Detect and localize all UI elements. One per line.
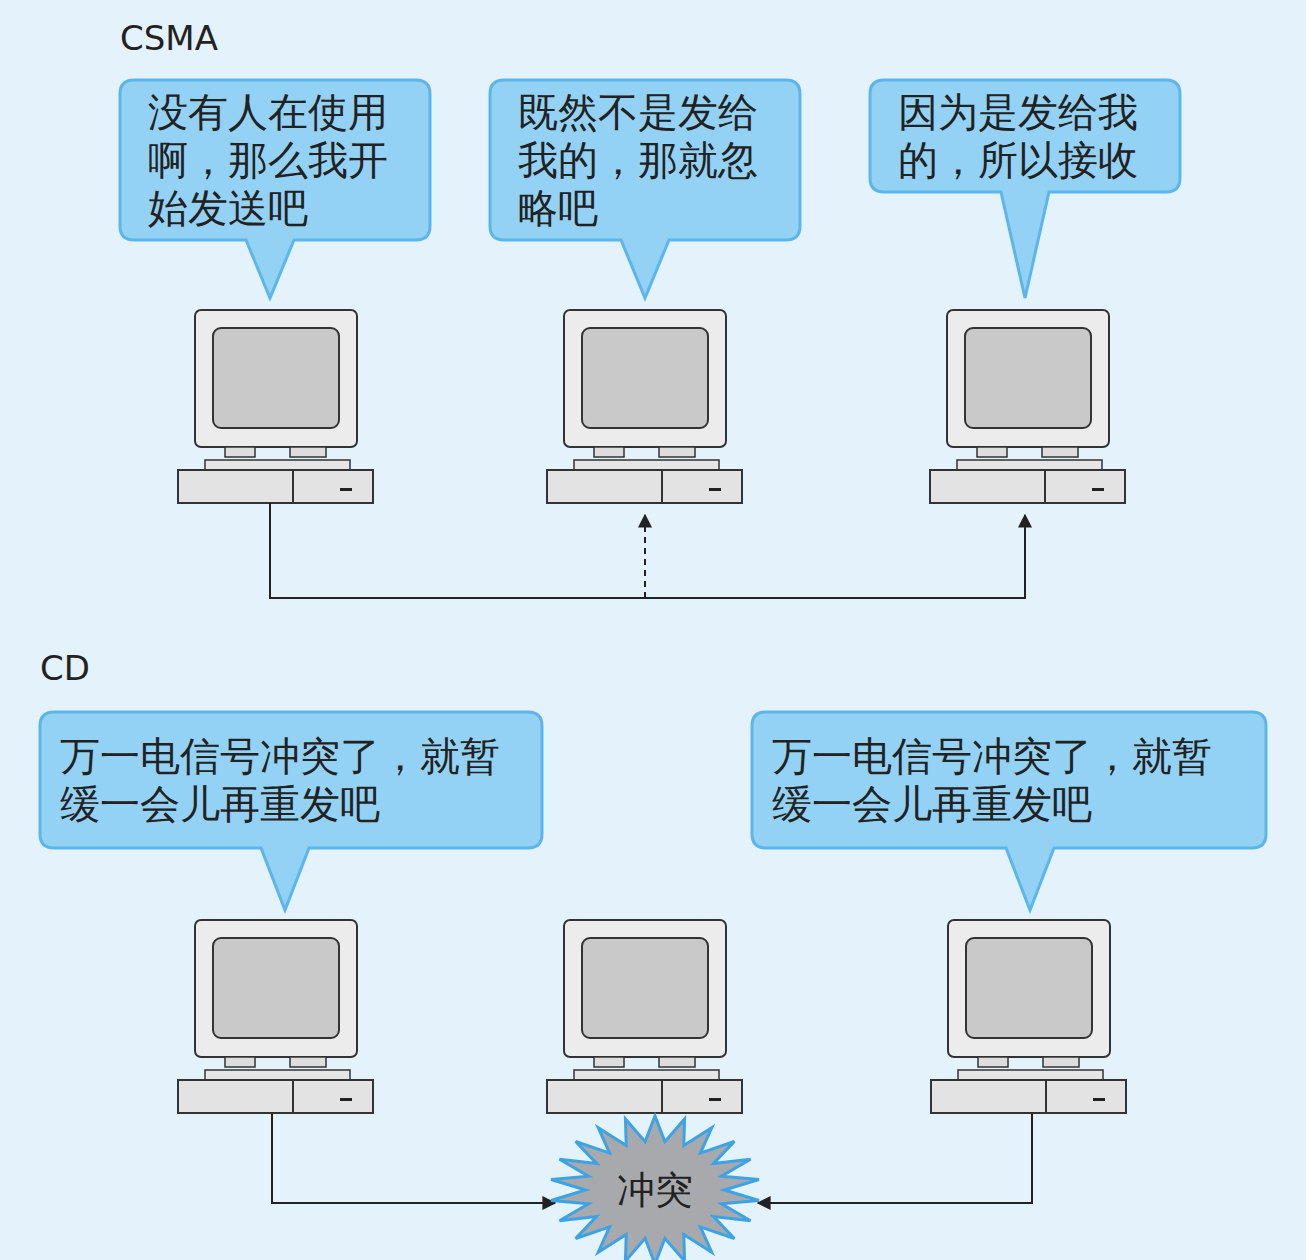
bubble-shape bbox=[490, 80, 800, 298]
cable bbox=[270, 503, 1025, 598]
bubble-text: 万一电信号冲突了，就暂缓一会儿再重发吧 bbox=[60, 732, 522, 828]
bubble-shape bbox=[752, 712, 1266, 910]
computer bbox=[931, 920, 1126, 1113]
speech-bubble: 没有人在使用啊，那么我开始发送吧 bbox=[120, 80, 430, 240]
cable bbox=[758, 1113, 1032, 1203]
computer bbox=[547, 310, 742, 503]
computer bbox=[178, 920, 373, 1113]
speech-bubble: 因为是发给我的，所以接收 bbox=[870, 80, 1180, 192]
computer bbox=[547, 920, 742, 1113]
bubble-outline bbox=[752, 712, 1266, 848]
bubble-shape bbox=[870, 80, 1180, 298]
speech-bubble: 既然不是发给我的，那就忽略吧 bbox=[490, 80, 800, 240]
bubble-text: 既然不是发给我的，那就忽略吧 bbox=[518, 88, 772, 232]
computer bbox=[930, 310, 1125, 503]
bubble-text: 万一电信号冲突了，就暂缓一会儿再重发吧 bbox=[772, 732, 1246, 828]
bubble-shape bbox=[40, 712, 542, 910]
section-heading: CSMA bbox=[120, 18, 218, 58]
bubble-outline bbox=[40, 712, 542, 848]
collision-text: 冲突 bbox=[550, 1120, 760, 1260]
speech-bubble: 万一电信号冲突了，就暂缓一会儿再重发吧 bbox=[752, 712, 1266, 848]
bubble-text: 因为是发给我的，所以接收 bbox=[898, 88, 1152, 184]
speech-bubble: 万一电信号冲突了，就暂缓一会儿再重发吧 bbox=[40, 712, 542, 848]
bubble-shape bbox=[120, 80, 430, 298]
cable bbox=[272, 1113, 555, 1203]
collision-burst: 冲突 bbox=[550, 1120, 760, 1260]
bubble-text: 没有人在使用啊，那么我开始发送吧 bbox=[148, 88, 402, 232]
computer bbox=[178, 310, 373, 503]
section-heading: CD bbox=[40, 648, 90, 688]
cable bbox=[644, 515, 646, 598]
